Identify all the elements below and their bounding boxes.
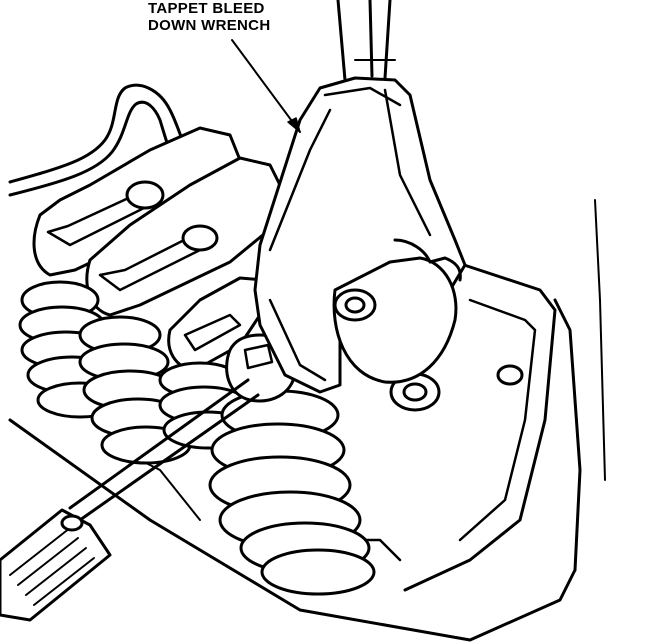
callout-label-line-1: TAPPET BLEED [148,0,265,17]
screwdriver [0,378,260,622]
callout-arrowhead [287,117,301,133]
callout-label-line-2: DOWN WRENCH [148,17,271,34]
rocker-arm-rear-left [32,126,242,277]
valve-spring-rear-mid [78,315,192,465]
rocker-arm-front [332,238,462,384]
valve-spring-front [208,389,376,596]
wire-harness [8,83,192,197]
callout-leader-line [231,39,301,133]
callout-label: TAPPET BLEED DOWN WRENCH [148,0,270,34]
rocker-arm-rear-right [85,156,287,317]
head-bolt-boss [496,364,524,386]
